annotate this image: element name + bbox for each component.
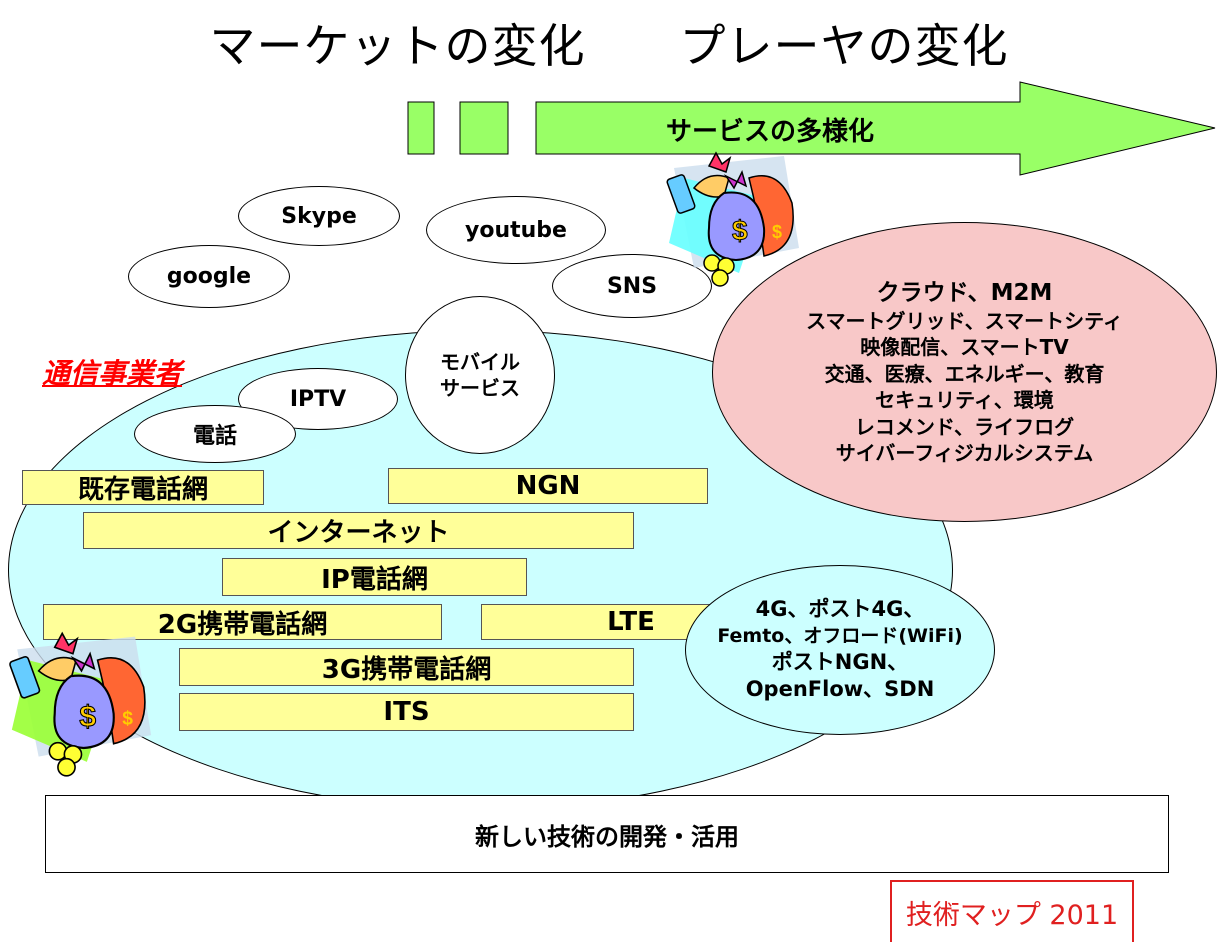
future-tech-line-3: ポストNGN、 (771, 649, 909, 674)
future-tech-line-2: Femto、オフロード(WiFi) (717, 624, 963, 647)
network-internet: インターネット (83, 512, 634, 549)
new-technology-box: 新しい技術の開発・活用 (45, 795, 1169, 873)
emerging-service-line-3: 映像配信、スマートTV (860, 335, 1069, 360)
svg-text:$: $ (79, 701, 96, 734)
svg-text:$: $ (732, 215, 748, 246)
network-ip-phone: IP電話網 (222, 558, 527, 596)
network-3g: 3G携帯電話網 (179, 648, 634, 686)
network-ngn-label: NGN (515, 471, 581, 501)
svg-text:$: $ (122, 708, 133, 729)
service-youtube: youtube (426, 196, 606, 264)
future-technologies-ellipse: 4G、ポスト4G、 Femto、オフロード(WiFi) ポストNGN、 Open… (685, 565, 995, 735)
future-tech-line-1: 4G、ポスト4G、 (755, 596, 925, 621)
emerging-service-line-5: セキュリティ、環境 (875, 388, 1054, 413)
network-existing-phone-label: 既存電話網 (77, 475, 208, 505)
arrow-label: サービスの多様化 (665, 117, 874, 147)
arrow-shape (535, 81, 1216, 176)
network-internet-label: インターネット (267, 518, 450, 548)
arrow-block-2 (459, 101, 509, 155)
svg-text:$: $ (772, 222, 782, 242)
network-2g-label: 2G携帯電話網 (157, 609, 328, 640)
service-phone-label: 電話 (192, 424, 237, 449)
money-bag-icon: $ $ (9, 631, 152, 777)
network-its: ITS (179, 693, 634, 731)
service-mobile-line-1: モバイル (440, 349, 520, 374)
carrier-label: 通信事業者 (42, 357, 183, 390)
arrow-block-1 (407, 101, 435, 155)
page-title: マーケットの変化 プレーヤの変化 (209, 19, 1009, 73)
service-iptv-label: IPTV (289, 386, 347, 412)
tech-map-stamp-label: 技術マップ 2011 (905, 899, 1119, 931)
emerging-services-ellipse: クラウド、M2M スマートグリッド、スマートシティ 映像配信、スマートTV 交通… (712, 222, 1217, 522)
tech-map-stamp: 技術マップ 2011 (890, 880, 1134, 942)
emerging-service-line-4: 交通、医療、エネルギー、教育 (824, 361, 1105, 386)
service-youtube-label: youtube (465, 217, 567, 243)
service-skype: Skype (238, 186, 400, 246)
network-2g: 2G携帯電話網 (43, 604, 442, 640)
service-iptv: IPTV (238, 368, 398, 430)
network-ngn: NGN (388, 468, 708, 504)
network-3g-label: 3G携帯電話網 (321, 654, 492, 685)
money-bag-icon: $ $ (666, 151, 799, 287)
emerging-service-line-7: サイバーフィジカルシステム (835, 440, 1094, 465)
service-diversification-arrow (407, 81, 1216, 176)
network-ip-phone-label: IP電話網 (321, 564, 428, 595)
service-phone: 電話 (134, 405, 296, 463)
emerging-service-line-6: レコメンド、ライフログ (854, 414, 1075, 439)
service-sns: SNS (552, 254, 712, 318)
network-its-label: ITS (383, 697, 430, 727)
network-existing-phone: 既存電話網 (22, 470, 264, 505)
future-tech-line-4: OpenFlow、SDN (745, 677, 935, 702)
emerging-service-line-1: クラウド、M2M (876, 279, 1053, 306)
service-skype-label: Skype (281, 203, 357, 229)
network-lte-label: LTE (607, 607, 655, 637)
service-google-label: google (166, 264, 252, 289)
new-technology-label: 新しい技術の開発・活用 (475, 822, 739, 851)
service-mobile-line-2: サービス (440, 376, 520, 400)
emerging-service-line-2: スマートグリッド、スマートシティ (806, 309, 1123, 333)
service-sns-label: SNS (606, 273, 658, 299)
service-google: google (128, 245, 290, 308)
service-mobile: モバイル サービス (405, 296, 555, 454)
